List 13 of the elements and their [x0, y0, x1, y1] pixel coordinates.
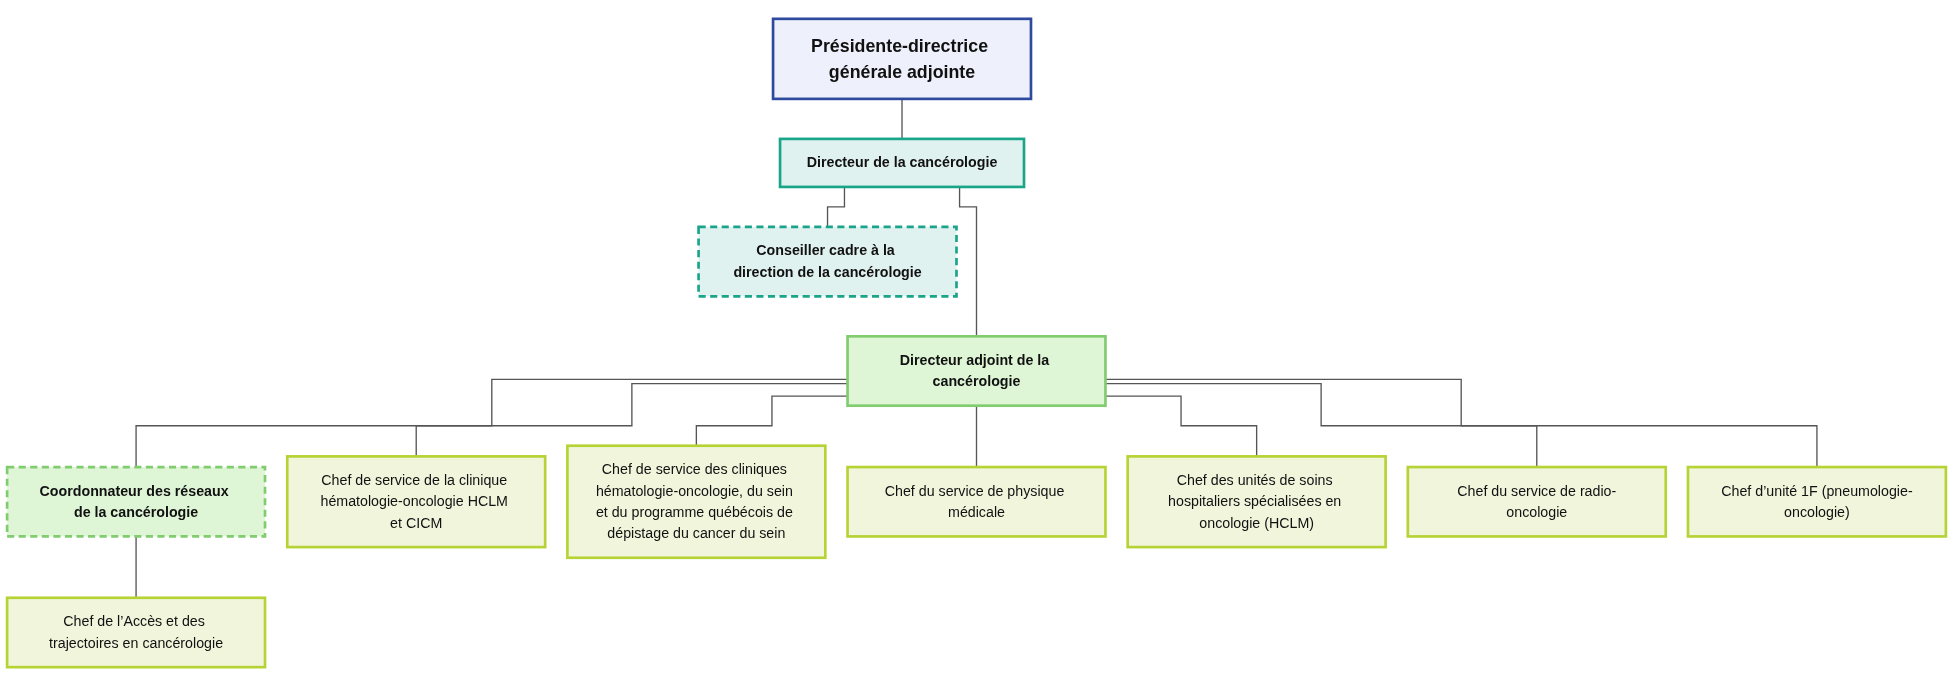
- node-box: Chef de service des cliniques hématologie-oncologie, du sein et du programme québécois de dépistage du cancer du sein: [566, 444, 827, 560]
- node-box: Directeur de la cancérologie: [778, 137, 1026, 189]
- node-box: Chef du service de physique médicale: [846, 465, 1107, 538]
- node-box: Conseiller cadre à la direction de la cancérologie: [697, 225, 958, 298]
- node-box: Chef des unités de soins hospitaliers spécialisées en oncologie (HCLM): [1126, 455, 1387, 549]
- node-box: Coordonnateur des réseaux de la cancérologie: [5, 465, 267, 538]
- node-box: Chef d’unité 1F (pneumologie-oncologie): [1686, 465, 1948, 538]
- node-box: Chef de service de la clinique hématologie-oncologie HCLM et CICM: [285, 455, 547, 549]
- node-box: Directeur adjoint de la cancérologie: [846, 335, 1107, 408]
- node-box: Chef du service de radio-oncologie: [1406, 465, 1668, 538]
- node-box: Chef de l’Accès et des trajectoires en cancérologie: [5, 596, 267, 669]
- connector: [975, 405, 978, 468]
- node-box: Présidente-directrice générale adjointe: [771, 17, 1033, 101]
